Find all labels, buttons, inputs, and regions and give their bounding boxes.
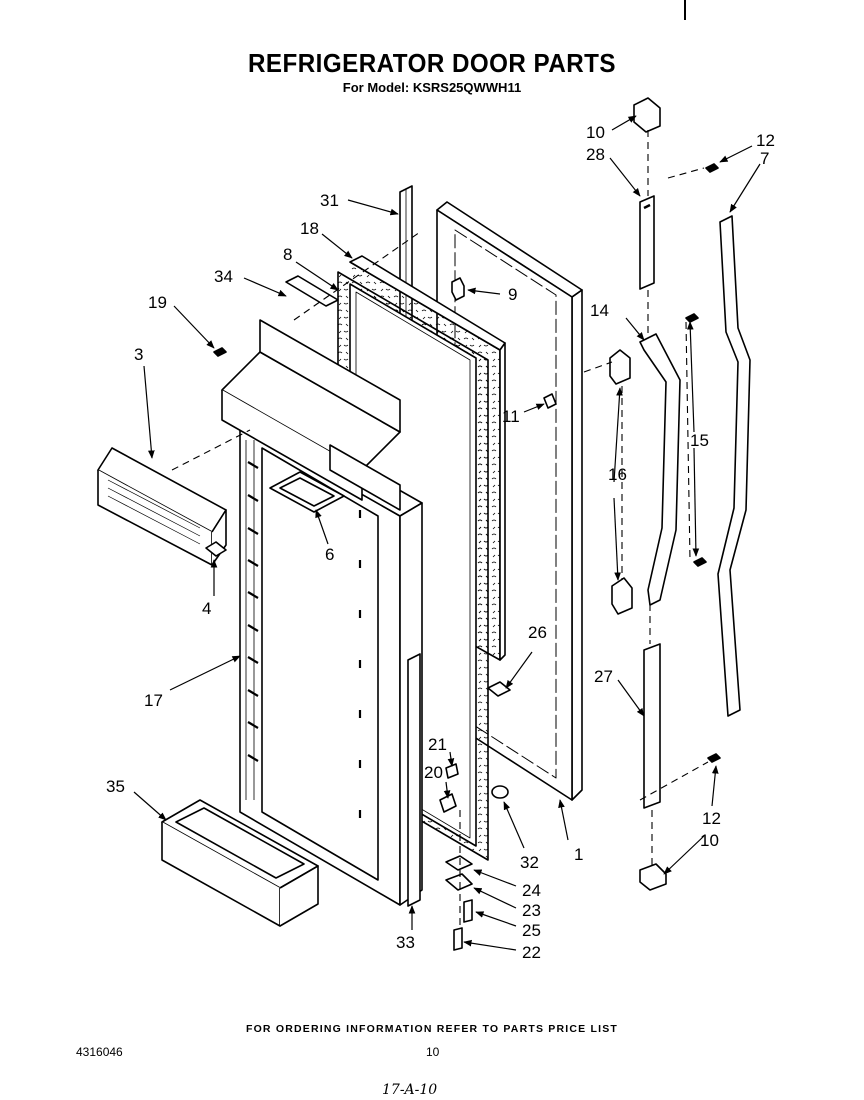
grommet-32	[491, 785, 509, 799]
part-label-11: 11	[502, 407, 520, 426]
part-label-25: 25	[522, 921, 541, 940]
part-label-14: 14	[590, 301, 609, 320]
fastener-9	[451, 277, 465, 301]
hinge-assembly-22-25	[445, 855, 473, 951]
screws	[213, 163, 721, 763]
part-label-1: 1	[574, 845, 583, 864]
part-label-23: 23	[522, 901, 541, 920]
part-label-3: 3	[134, 345, 143, 364]
part-label-31: 31	[320, 191, 339, 210]
handle-bracket-28	[639, 195, 655, 290]
part-label-20: 20	[424, 763, 443, 782]
part-label-21: 21	[428, 735, 447, 754]
side-strip-33	[407, 653, 421, 907]
part-number-labels: 1 3 4 6 7 8 9 10 10 11 12 12 14 15 16 17…	[106, 123, 775, 962]
end-cap-top-10	[633, 97, 661, 133]
part-label-10-top: 10	[586, 123, 605, 142]
trim-strip-34	[285, 275, 339, 307]
part-label-24: 24	[522, 881, 541, 900]
part-label-18: 18	[300, 219, 319, 238]
handle-end-16	[609, 349, 633, 615]
part-label-17: 17	[144, 691, 163, 710]
part-label-10-bottom: 10	[700, 831, 719, 850]
part-label-12-top: 12	[756, 131, 775, 150]
part-label-27: 27	[594, 667, 613, 686]
bracket-11	[543, 393, 557, 409]
part-label-22: 22	[522, 943, 541, 962]
page-title: REFRIGERATOR DOOR PARTS	[247, 48, 617, 78]
ordering-note: FOR ORDERING INFORMATION REFER TO PARTS …	[245, 1023, 619, 1035]
end-cap-bottom-10	[639, 863, 667, 891]
part-label-16: 16	[608, 465, 627, 484]
handwritten-note: 17-A-10	[382, 1082, 438, 1098]
part-label-34: 34	[214, 267, 233, 286]
part-label-15: 15	[690, 431, 709, 450]
part-label-4: 4	[202, 599, 211, 618]
door-bin-35	[161, 799, 319, 927]
part-label-9: 9	[508, 285, 517, 304]
part-label-33: 33	[396, 933, 415, 952]
dairy-door-6	[269, 471, 345, 513]
part-label-19: 19	[148, 293, 167, 312]
part-label-28: 28	[586, 145, 605, 164]
part-label-26: 26	[528, 623, 547, 642]
leader-arrows	[133, 115, 761, 951]
shelf-cover-3	[97, 447, 227, 566]
document-number: 4316046	[76, 1045, 123, 1059]
part-label-35: 35	[106, 777, 125, 796]
part-label-6: 6	[325, 545, 334, 564]
alignment-lines	[171, 130, 709, 930]
scan-edge-mark	[684, 0, 686, 20]
part-label-7: 7	[760, 149, 769, 168]
handle-trim-7	[717, 215, 751, 717]
door-handle-14	[639, 333, 681, 606]
clip-26	[487, 681, 511, 697]
inner-door-liner-17	[221, 319, 423, 906]
model-subtitle: For Model: KSRS25QWWH11	[342, 80, 522, 95]
part-label-32: 32	[520, 853, 539, 872]
part-label-12-bottom: 12	[702, 809, 721, 828]
page-number: 10	[426, 1045, 440, 1059]
part-label-8: 8	[283, 245, 292, 264]
handle-bracket-27	[643, 643, 661, 809]
